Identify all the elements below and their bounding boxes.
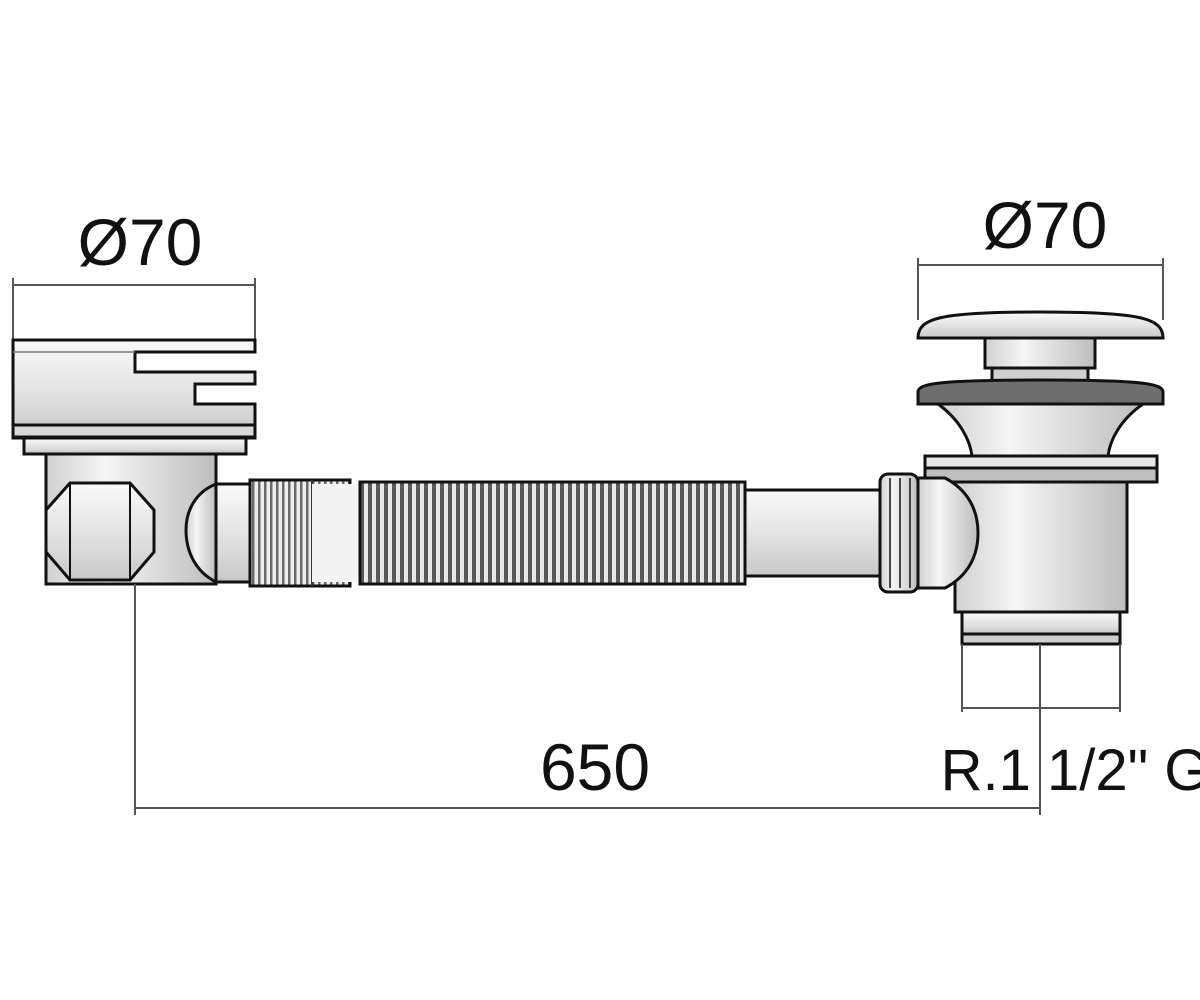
right-diameter-label: Ø70 xyxy=(983,188,1108,262)
overflow-cover xyxy=(11,338,257,440)
overflow-elbow xyxy=(184,482,217,584)
thread-label: R.1 1/2" G xyxy=(941,738,1200,803)
plug-cap xyxy=(916,310,1165,340)
hex-nut xyxy=(44,481,156,582)
left-diameter-dimension xyxy=(12,278,256,340)
waste-assembly xyxy=(916,258,1165,646)
right-diameter-dimension xyxy=(917,258,1164,320)
left-diameter-label: Ø70 xyxy=(78,205,203,279)
dimension-lines xyxy=(134,584,1121,815)
length-label: 650 xyxy=(540,730,650,804)
waste-flange xyxy=(916,378,1165,406)
waste-body xyxy=(953,480,1129,614)
union-nut xyxy=(878,472,920,594)
flexible-hose xyxy=(214,472,920,594)
overflow-assembly xyxy=(11,278,257,586)
